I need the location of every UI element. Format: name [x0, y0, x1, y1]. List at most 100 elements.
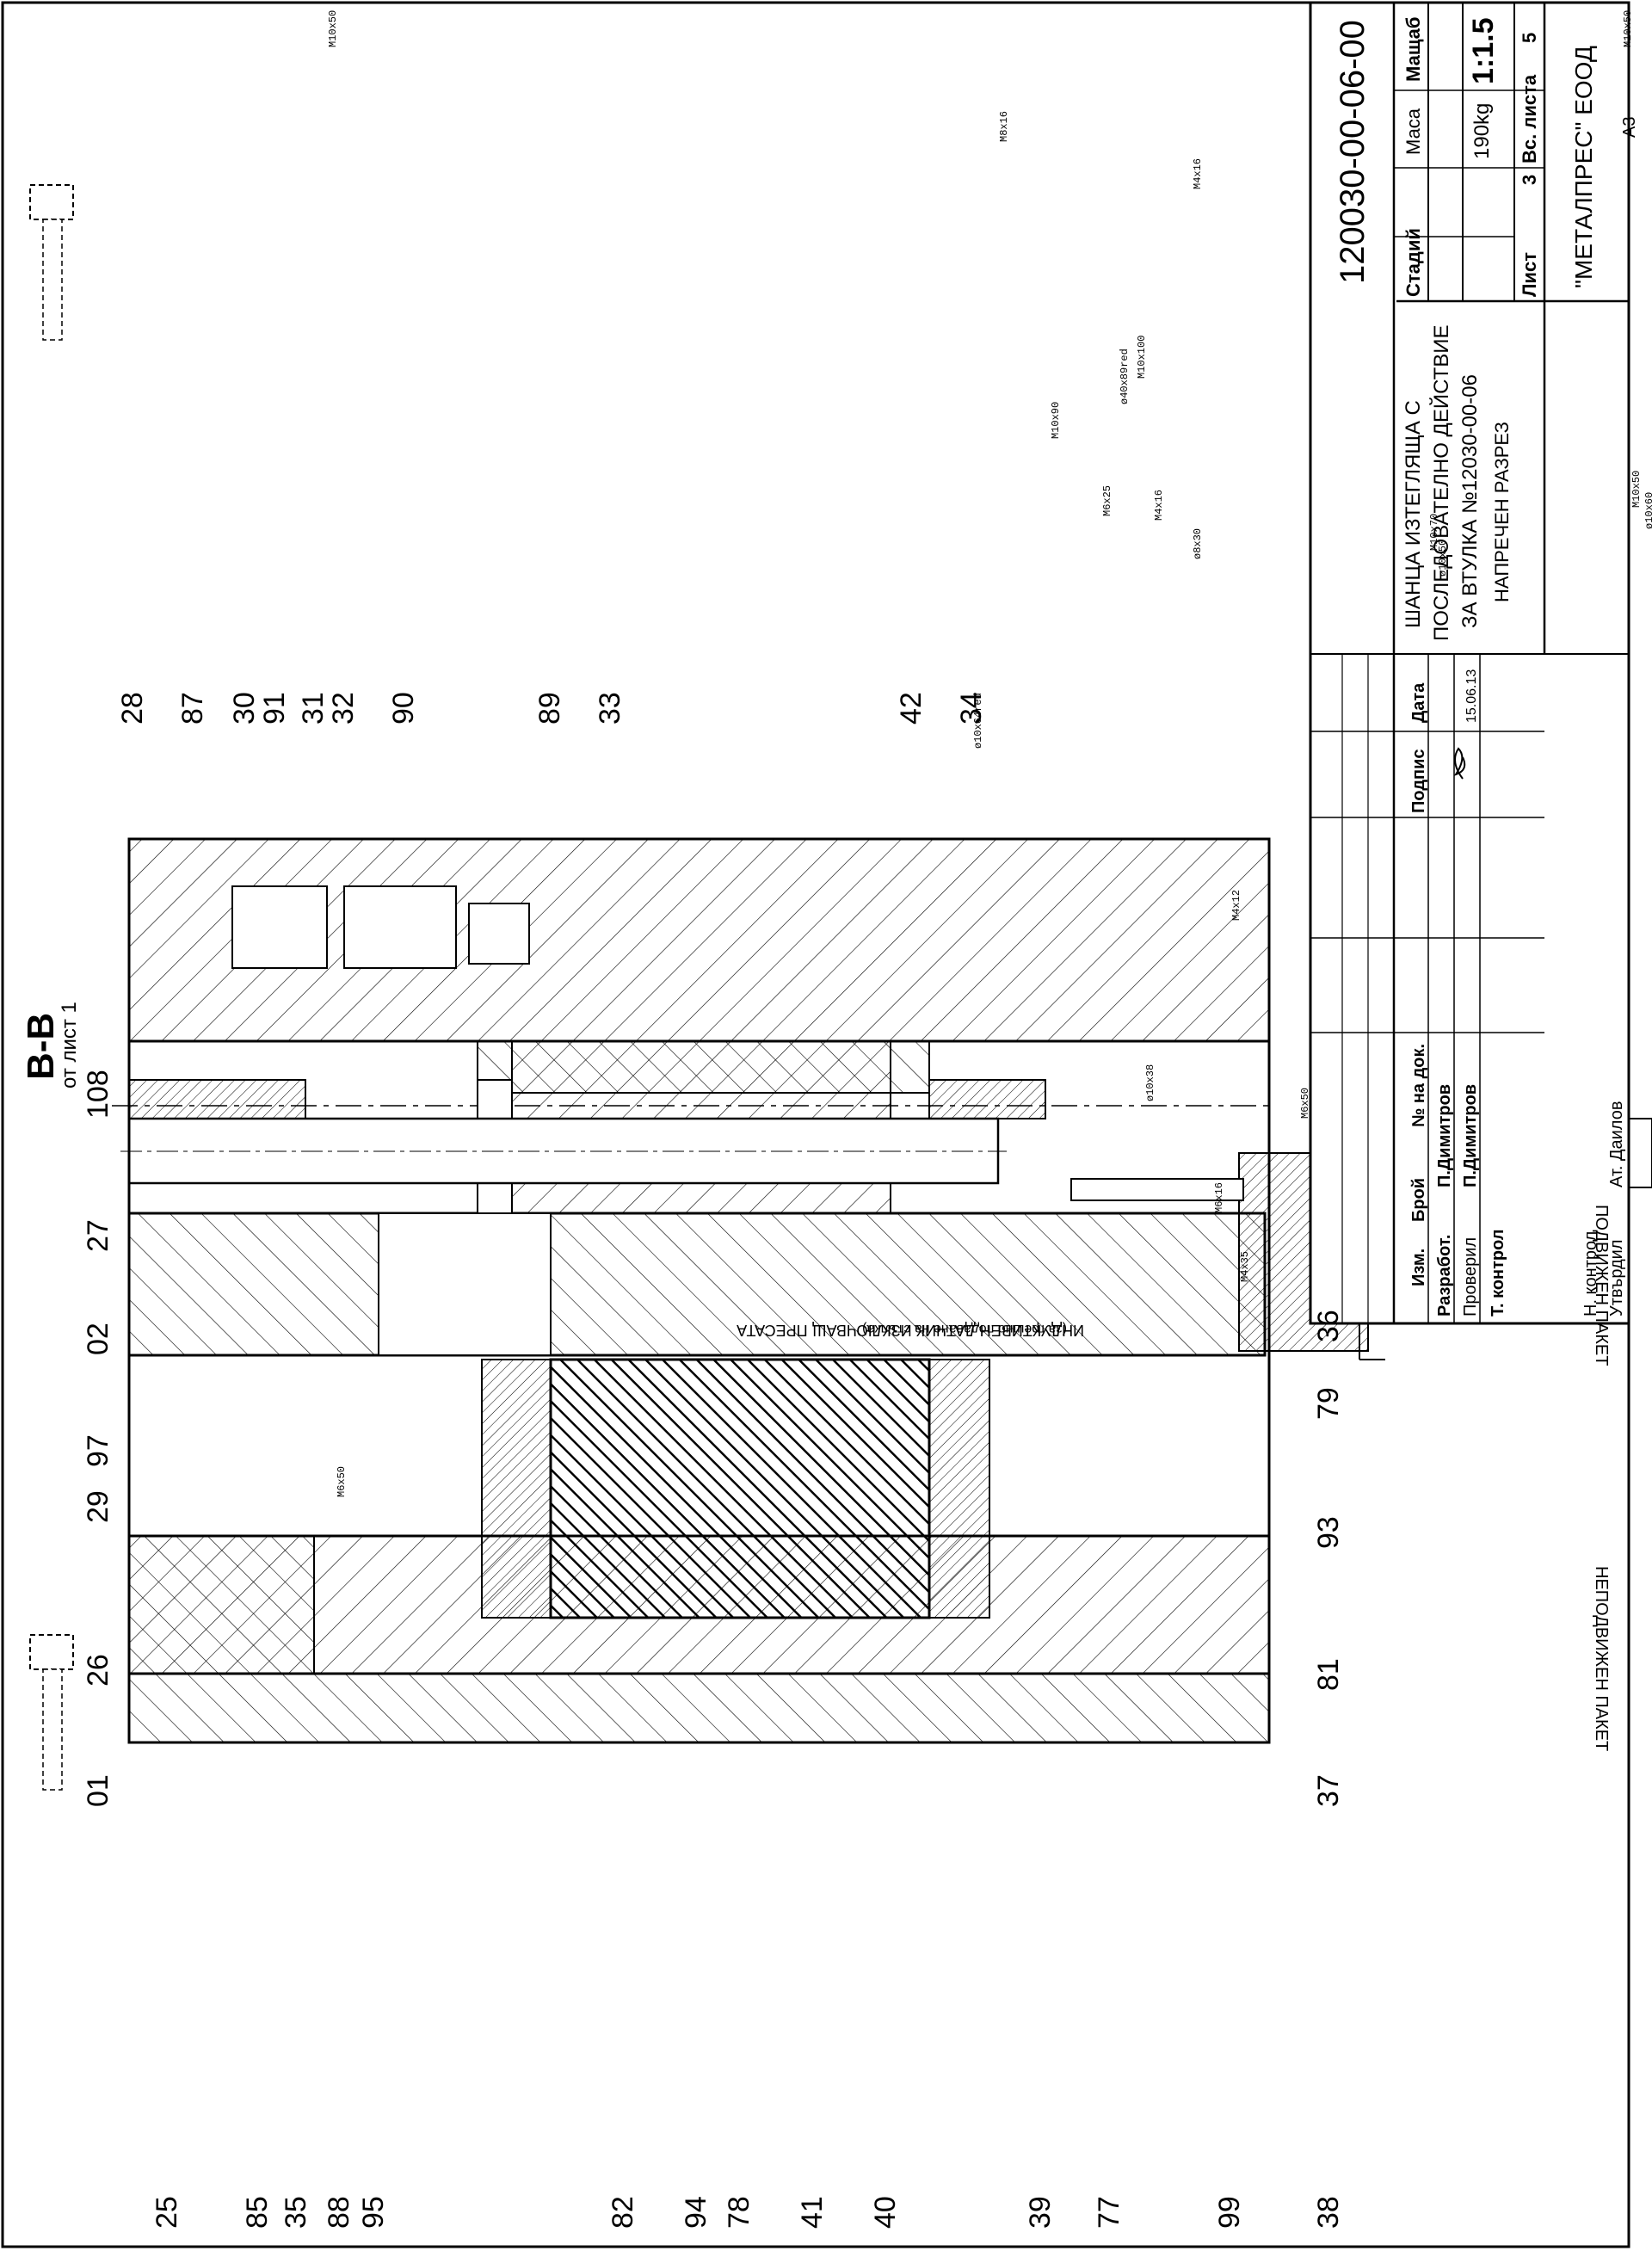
- guide-bushing-left: [128, 1079, 306, 1119]
- header-change: Изм.: [1409, 1249, 1428, 1286]
- section-subtitle-text: от лист 1: [58, 1002, 81, 1088]
- callout-number: 34: [955, 692, 988, 725]
- sensor-sub-annotation: (за грешно подаване на стълка): [862, 1322, 1067, 1336]
- punch-holder-slot: [378, 1212, 552, 1356]
- screw-bottom-left: [29, 1634, 74, 1791]
- header-stage: Стадий: [1402, 228, 1424, 297]
- role-checker-name: П.Димитров: [1461, 1084, 1480, 1187]
- callout-number: 33: [594, 692, 626, 725]
- fastener-label: ø10x38: [1144, 1064, 1156, 1101]
- callout-number: 40: [869, 2196, 902, 2229]
- role-approver-name: Ат. Даилов: [1607, 1101, 1626, 1187]
- upper-die-frame: [127, 837, 1271, 1744]
- role-tech-control: Т. контрол: [1489, 1229, 1507, 1317]
- callout-number: 93: [1312, 1516, 1345, 1549]
- mass-value: 190kg: [1470, 103, 1494, 159]
- drawing-number: 120030-00-06-00: [1334, 20, 1372, 284]
- callout-number: 25: [151, 2196, 183, 2229]
- callout-number: 99: [1213, 2196, 1246, 2229]
- callout-number: 87: [176, 692, 209, 725]
- callout-number: 28: [116, 692, 149, 725]
- header-mass: Маса: [1402, 108, 1424, 155]
- upper-plate-bore-3: [468, 903, 530, 965]
- callout-number: 36: [1312, 1310, 1345, 1342]
- format-label: A3: [1620, 117, 1639, 138]
- description-line-3: ЗА ВТУЛКА №12030-00-06: [1458, 374, 1482, 628]
- sheet-value: 3: [1519, 175, 1540, 185]
- fastener-label: M6x25: [1101, 485, 1113, 516]
- callout-number: 85: [241, 2196, 274, 2229]
- moving-package-label: ПОДВИЖЕН ПАКЕТ: [1592, 1205, 1611, 1366]
- callout-number: 01: [82, 1774, 114, 1807]
- title-block: 120030-00-06-00 Стадий Маса Мащаб 190kg …: [1309, 1, 1630, 1325]
- header-scale: Мащаб: [1402, 17, 1424, 83]
- callout-number: 77: [1093, 2196, 1125, 2229]
- fastener-label: M4x16: [1192, 158, 1204, 189]
- fastener-label: M10x90: [1050, 402, 1062, 439]
- callout-number: 94: [680, 2196, 712, 2229]
- callout-number: 91: [258, 692, 291, 725]
- fastener-label: M4x16: [1153, 490, 1165, 521]
- callout-number: 27: [82, 1219, 114, 1252]
- description-line-4: НАПРЕЧЕН РАЗРЕЗ: [1491, 422, 1513, 602]
- fastener-label: ø10x50: [1437, 540, 1449, 577]
- callout-number: 88: [323, 2196, 355, 2229]
- callout-number: 42: [895, 692, 928, 725]
- callout-number: 30: [228, 692, 261, 725]
- screw-top-left: [29, 184, 74, 341]
- callout-number: 39: [1024, 2196, 1057, 2229]
- fastener-label: M6x50: [336, 1466, 348, 1497]
- fastener-label: M8x16: [998, 111, 1010, 142]
- sensor-annotation: ИНДУКТИВЕН ДАТЧИК ИЗКЛЮЧВАЩ ПРЕСАТА: [737, 1322, 1084, 1339]
- role-developer: Разработ.: [1435, 1235, 1454, 1317]
- header-sheet: Лист: [1519, 252, 1540, 297]
- role-checker: Проверил: [1461, 1237, 1480, 1317]
- callout-number: 32: [327, 692, 360, 725]
- role-norm-control: Н. контрол: [1581, 1231, 1600, 1317]
- fastener-label: M4x35: [1239, 1251, 1251, 1282]
- header-date: Дата: [1409, 682, 1428, 723]
- fastener-labels: M10x50M8x16M4x16M10x100ø40x89redM10x90M6…: [327, 10, 1652, 1497]
- callout-number: 41: [796, 2196, 829, 2229]
- upper-plate-bore-1: [231, 885, 328, 969]
- vertical-section-view: [127, 837, 1271, 1744]
- callout-number: 37: [1312, 1774, 1345, 1807]
- description-line-1: ШАНЦА ИЗТЕГЛЯЩА С: [1402, 400, 1425, 628]
- role-approver: Утвърдил: [1607, 1239, 1626, 1317]
- section-title-text: B-B: [20, 1013, 62, 1080]
- header-signature: Подпис: [1409, 749, 1428, 813]
- callout-number: 79: [1312, 1387, 1345, 1420]
- guide-bushing-right: [928, 1079, 1046, 1119]
- header-total-sheets: Вс. листа: [1519, 74, 1540, 163]
- fastener-label: M4x12: [1230, 890, 1242, 921]
- sensor-rod: [1070, 1178, 1244, 1201]
- callout-number: 35: [280, 2196, 312, 2229]
- fastener-label: M10x50: [1622, 10, 1634, 47]
- die-cross-section: [29, 184, 1652, 1791]
- fastener-label: M10x70: [1428, 514, 1440, 551]
- callout-number: 97: [82, 1434, 114, 1467]
- fastener-label: ø10x60: [1643, 492, 1652, 529]
- role-developer-name: П.Димитров: [1435, 1084, 1454, 1187]
- callout-number: 26: [82, 1654, 114, 1687]
- fixed-package-label: НЕПОДВИЖЕН ПАКЕТ: [1592, 1566, 1611, 1751]
- callout-number: 02: [82, 1323, 114, 1355]
- signature-mark: [1453, 747, 1466, 780]
- lower-plate-left: [128, 1535, 315, 1674]
- fastener-label: M10x100: [1136, 336, 1148, 379]
- callout-number: 89: [533, 692, 566, 725]
- fastener-label: M6x16: [1213, 1182, 1225, 1213]
- scale-value: 1:1.5: [1467, 18, 1500, 85]
- base-plate: [128, 1673, 1270, 1743]
- company-name: "МЕТАЛПРЕС" ЕООД: [1570, 46, 1597, 288]
- callout-number: 29: [82, 1490, 114, 1523]
- callout-number: 81: [1312, 1658, 1345, 1691]
- total-sheets-value: 5: [1519, 33, 1540, 43]
- fastener-label: M6x50: [1299, 1088, 1311, 1119]
- callout-number: 108: [82, 1070, 114, 1119]
- callout-number: 78: [723, 2196, 755, 2229]
- fastener-label: M10x50: [327, 10, 339, 47]
- header-doc-number: № на док.: [1409, 1044, 1428, 1127]
